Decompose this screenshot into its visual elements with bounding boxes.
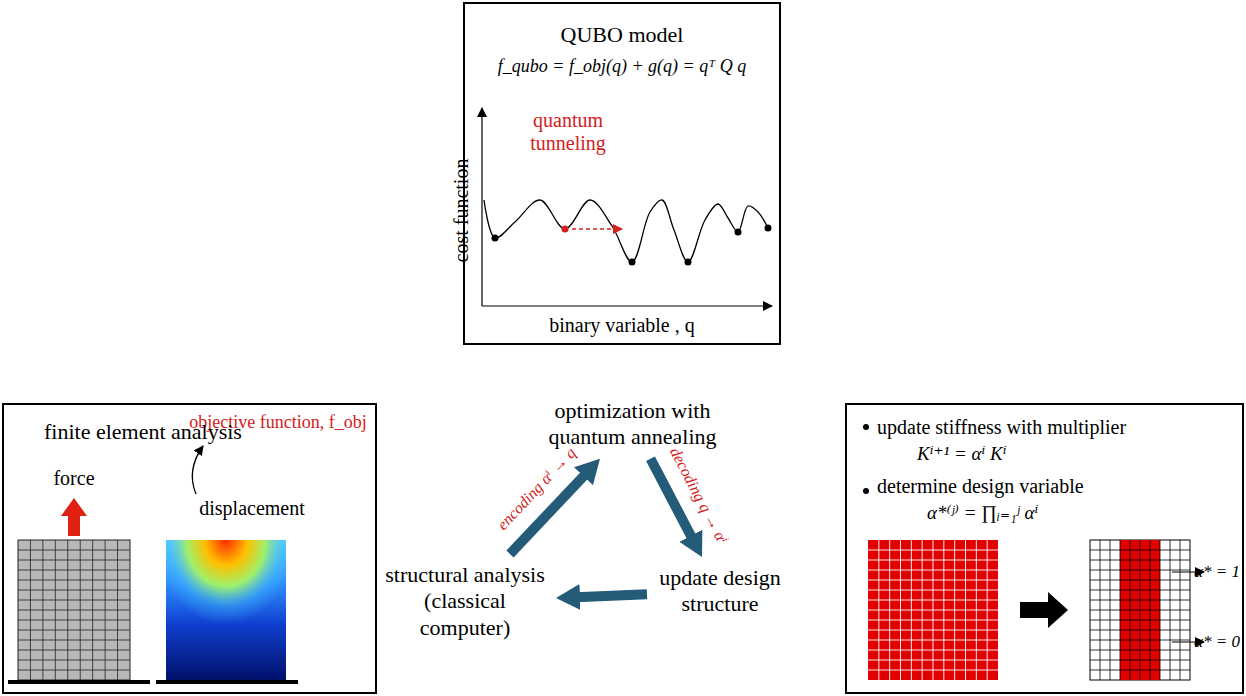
node-title: structural analysis (classical computer): [382, 562, 548, 641]
grid-line: [868, 640, 998, 641]
update-step: update design structure: [655, 565, 785, 618]
node-text: determine design variable: [877, 474, 1234, 498]
local-minimum: [765, 225, 772, 232]
grid-line: [18, 560, 130, 561]
local-minimum: [735, 229, 742, 236]
node-text: α*⁽ʲ⁾ = ∏ᵢ₌₁ʲ αⁱ: [927, 502, 1234, 525]
grid-line: [18, 670, 130, 671]
annotation: quantum tunneling: [513, 109, 623, 155]
grid-line: [1090, 580, 1190, 581]
grid-line: [18, 650, 130, 651]
grid-line: [868, 670, 998, 671]
force-label: force: [53, 467, 94, 490]
grid-line: [1090, 630, 1190, 631]
grid-line: [1090, 600, 1190, 601]
grid-line: [868, 660, 998, 661]
grid-line: [868, 610, 998, 611]
grid-line: [1090, 670, 1190, 671]
design-grids: [863, 424, 1204, 680]
node-text: Kⁱ⁺¹ = αⁱ Kⁱ: [917, 443, 1234, 466]
grid-line: [18, 640, 130, 641]
grid-line: [18, 570, 130, 571]
grid-line: [1090, 660, 1190, 661]
node-title: update stiffness with multiplier: [877, 415, 1234, 439]
grid-line: [1090, 610, 1190, 611]
grid-line: [18, 660, 130, 661]
grid-line: [868, 630, 998, 631]
local-minimum: [492, 235, 499, 242]
grid-line: [868, 550, 998, 551]
grid-line: [18, 610, 130, 611]
grid-line: [18, 620, 130, 621]
update-panel: update stiffness with multiplierKⁱ⁺¹ = α…: [845, 403, 1244, 694]
node-title: finite element analysis: [44, 419, 367, 445]
local-minimum: [685, 259, 692, 266]
grid-line: [18, 590, 130, 591]
grid-line: [868, 580, 998, 581]
current-state: [562, 226, 569, 233]
value-label: α* = 1: [1194, 562, 1240, 582]
grid-line: [1090, 550, 1190, 551]
grid-line: [1090, 570, 1190, 571]
flow-arrow: [576, 594, 647, 597]
grid-line: [1090, 650, 1190, 651]
grid-line: [18, 550, 130, 551]
grid-line: [1090, 560, 1190, 561]
value-label: α* = 0: [1194, 632, 1240, 652]
grid-line: [868, 570, 998, 571]
local-minimum: [629, 259, 636, 266]
fe-mesh: [8, 498, 150, 682]
qubo-panel: QUBO model f_qubo = f_obj(q) + g(q) = qᵀ …: [463, 2, 781, 345]
node-text: f_qubo = f_obj(q) + g(q) = qᵀ Q q: [473, 56, 771, 78]
grid-line: [1090, 590, 1190, 591]
optimization-step: optimization with quantum annealing: [530, 398, 735, 451]
node-title: QUBO model: [473, 22, 771, 48]
grid-line: [868, 590, 998, 591]
displacement-label: displacement: [199, 497, 305, 520]
grid-line: [18, 580, 130, 581]
grid-line: [1090, 640, 1190, 641]
node-title: optimization with quantum annealing: [530, 398, 735, 451]
fea-panel: finite element analysis: [2, 403, 377, 694]
grid-line: [1090, 620, 1190, 621]
grid-line: [868, 560, 998, 561]
grid-line: [18, 630, 130, 631]
node-title: update design structure: [655, 565, 785, 618]
analysis-step: structural analysis (classical computer): [382, 562, 548, 641]
axis-label: binary variable , q: [549, 314, 695, 337]
grid-line: [18, 600, 130, 601]
displacement-plot: [156, 446, 298, 682]
grid-line: [868, 620, 998, 621]
grid-line: [868, 600, 998, 601]
axis-label: cost function: [451, 158, 474, 262]
grid-line: [868, 650, 998, 651]
cost-graph: [482, 108, 772, 306]
